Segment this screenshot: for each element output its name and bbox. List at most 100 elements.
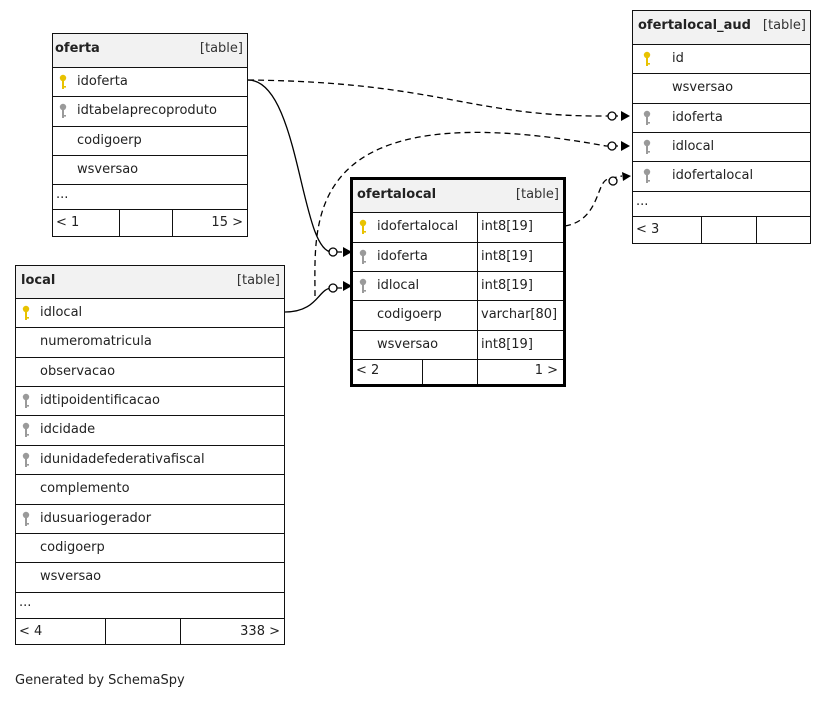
primary-key-icon bbox=[22, 305, 30, 322]
column-type: int8[19] bbox=[481, 249, 533, 264]
children-count[interactable]: 338 > bbox=[240, 624, 280, 639]
parents-count[interactable]: < 4 bbox=[19, 624, 43, 639]
table-name: oferta bbox=[55, 41, 100, 56]
divider bbox=[477, 360, 478, 384]
column-row[interactable]: id bbox=[633, 44, 810, 73]
foreign-key-icon bbox=[643, 110, 651, 127]
column-row[interactable]: wsversao int8[19] bbox=[353, 330, 563, 359]
more-columns: ... bbox=[636, 194, 649, 209]
table-header: ofertalocal [table] bbox=[353, 180, 563, 212]
column-row[interactable]: idoferta bbox=[53, 67, 247, 96]
table-header: ofertalocal_aud [table] bbox=[633, 11, 810, 44]
column-row[interactable]: observacao bbox=[16, 357, 284, 386]
divider bbox=[477, 301, 478, 330]
column-row[interactable]: numeromatricula bbox=[16, 327, 284, 357]
column-type: int8[19] bbox=[481, 219, 533, 234]
table-tag: [table] bbox=[236, 273, 280, 288]
column-row[interactable]: idlocal int8[19] bbox=[353, 271, 563, 300]
column-row[interactable]: codigoerp varchar[80] bbox=[353, 300, 563, 330]
divider bbox=[477, 243, 478, 271]
foreign-key-icon bbox=[359, 249, 367, 266]
arrow-head bbox=[621, 111, 630, 121]
column-name: codigoerp bbox=[77, 133, 142, 148]
column-row[interactable]: idlocal bbox=[633, 132, 810, 161]
column-name: codigoerp bbox=[377, 307, 442, 322]
column-row[interactable]: wsversao bbox=[16, 562, 284, 592]
foreign-key-icon bbox=[59, 103, 67, 120]
crowfoot-circle bbox=[607, 141, 617, 151]
table-name: local bbox=[21, 273, 56, 288]
relationship-counts-row: < 1 15 > bbox=[53, 209, 247, 237]
children-count[interactable]: 1 > bbox=[534, 363, 558, 378]
column-row[interactable]: idoferta int8[19] bbox=[353, 242, 563, 271]
more-columns-row: ... bbox=[633, 191, 810, 216]
table-tag: [table] bbox=[199, 41, 243, 56]
column-name: idofertalocal bbox=[377, 219, 459, 234]
column-type: varchar[80] bbox=[481, 307, 558, 322]
column-row[interactable]: idtabelaprecoproduto bbox=[53, 96, 247, 126]
link-local-ofertalocal-aud bbox=[314, 131, 618, 297]
crowfoot-circle bbox=[328, 247, 338, 257]
table-local[interactable]: local [table] idlocal numeromatricula ob… bbox=[15, 265, 285, 645]
column-row[interactable]: codigoerp bbox=[53, 126, 247, 155]
column-name: wsversao bbox=[672, 80, 734, 95]
divider bbox=[172, 210, 173, 237]
foreign-key-icon bbox=[22, 452, 30, 469]
column-row[interactable]: complemento bbox=[16, 474, 284, 504]
link-ofertalocal-ofertalocal-aud bbox=[564, 175, 623, 227]
column-name: codigoerp bbox=[40, 540, 105, 555]
arrow-head bbox=[343, 281, 352, 291]
more-columns-row: ... bbox=[53, 184, 247, 209]
divider bbox=[477, 213, 478, 242]
table-name: ofertalocal_aud bbox=[638, 18, 751, 33]
table-ofertalocal-aud[interactable]: ofertalocal_aud [table] id wsversao idof… bbox=[632, 10, 811, 244]
table-ofertalocal[interactable]: ofertalocal [table] idofertalocal int8[1… bbox=[350, 177, 566, 387]
divider bbox=[477, 272, 478, 300]
crowfoot-circle bbox=[608, 176, 618, 186]
foreign-key-icon bbox=[643, 168, 651, 185]
primary-key-icon bbox=[59, 74, 67, 91]
column-name: wsversao bbox=[377, 337, 439, 352]
parents-count[interactable]: < 1 bbox=[56, 215, 80, 230]
divider bbox=[422, 360, 423, 384]
column-name: idoferta bbox=[377, 249, 428, 264]
column-row[interactable]: idoferta bbox=[633, 103, 810, 132]
column-row[interactable]: idtipoidentificacao bbox=[16, 386, 284, 415]
column-name: idofertalocal bbox=[672, 168, 754, 183]
divider bbox=[119, 210, 120, 237]
column-row[interactable]: codigoerp bbox=[16, 533, 284, 562]
column-name: idcidade bbox=[40, 422, 96, 437]
primary-key-icon bbox=[643, 51, 651, 68]
table-oferta[interactable]: oferta [table] idoferta idtabelaprecopro… bbox=[52, 33, 248, 237]
column-name: idusuariogerador bbox=[40, 511, 152, 526]
crowfoot-circle bbox=[607, 111, 617, 121]
foreign-key-icon bbox=[359, 278, 367, 295]
column-row[interactable]: idcidade bbox=[16, 415, 284, 445]
table-header: oferta [table] bbox=[53, 34, 247, 67]
crowfoot-circle bbox=[328, 283, 338, 293]
column-row[interactable]: idusuariogerador bbox=[16, 504, 284, 533]
table-tag: [table] bbox=[515, 187, 559, 202]
parents-count[interactable]: < 3 bbox=[636, 222, 660, 237]
primary-key-icon bbox=[359, 219, 367, 236]
divider bbox=[105, 619, 106, 645]
column-type: int8[19] bbox=[481, 337, 533, 352]
parents-count[interactable]: < 2 bbox=[356, 363, 380, 378]
footer-credit: Generated by SchemaSpy bbox=[15, 673, 185, 688]
column-name: idoferta bbox=[77, 74, 128, 89]
column-row[interactable]: wsversao bbox=[53, 155, 247, 184]
column-row[interactable]: wsversao bbox=[633, 73, 810, 103]
column-name: wsversao bbox=[40, 569, 102, 584]
column-name: idunidadefederativafiscal bbox=[40, 452, 205, 467]
column-type: int8[19] bbox=[481, 278, 533, 293]
column-name: numeromatricula bbox=[40, 334, 152, 349]
column-name: wsversao bbox=[77, 162, 139, 177]
foreign-key-icon bbox=[643, 139, 651, 156]
children-count[interactable]: 15 > bbox=[211, 215, 243, 230]
column-row[interactable]: idlocal bbox=[16, 298, 284, 327]
column-row[interactable]: idofertalocal int8[19] bbox=[353, 212, 563, 242]
column-row[interactable]: idunidadefederativafiscal bbox=[16, 445, 284, 474]
column-row[interactable]: idofertalocal bbox=[633, 161, 810, 191]
table-tag: [table] bbox=[762, 18, 806, 33]
